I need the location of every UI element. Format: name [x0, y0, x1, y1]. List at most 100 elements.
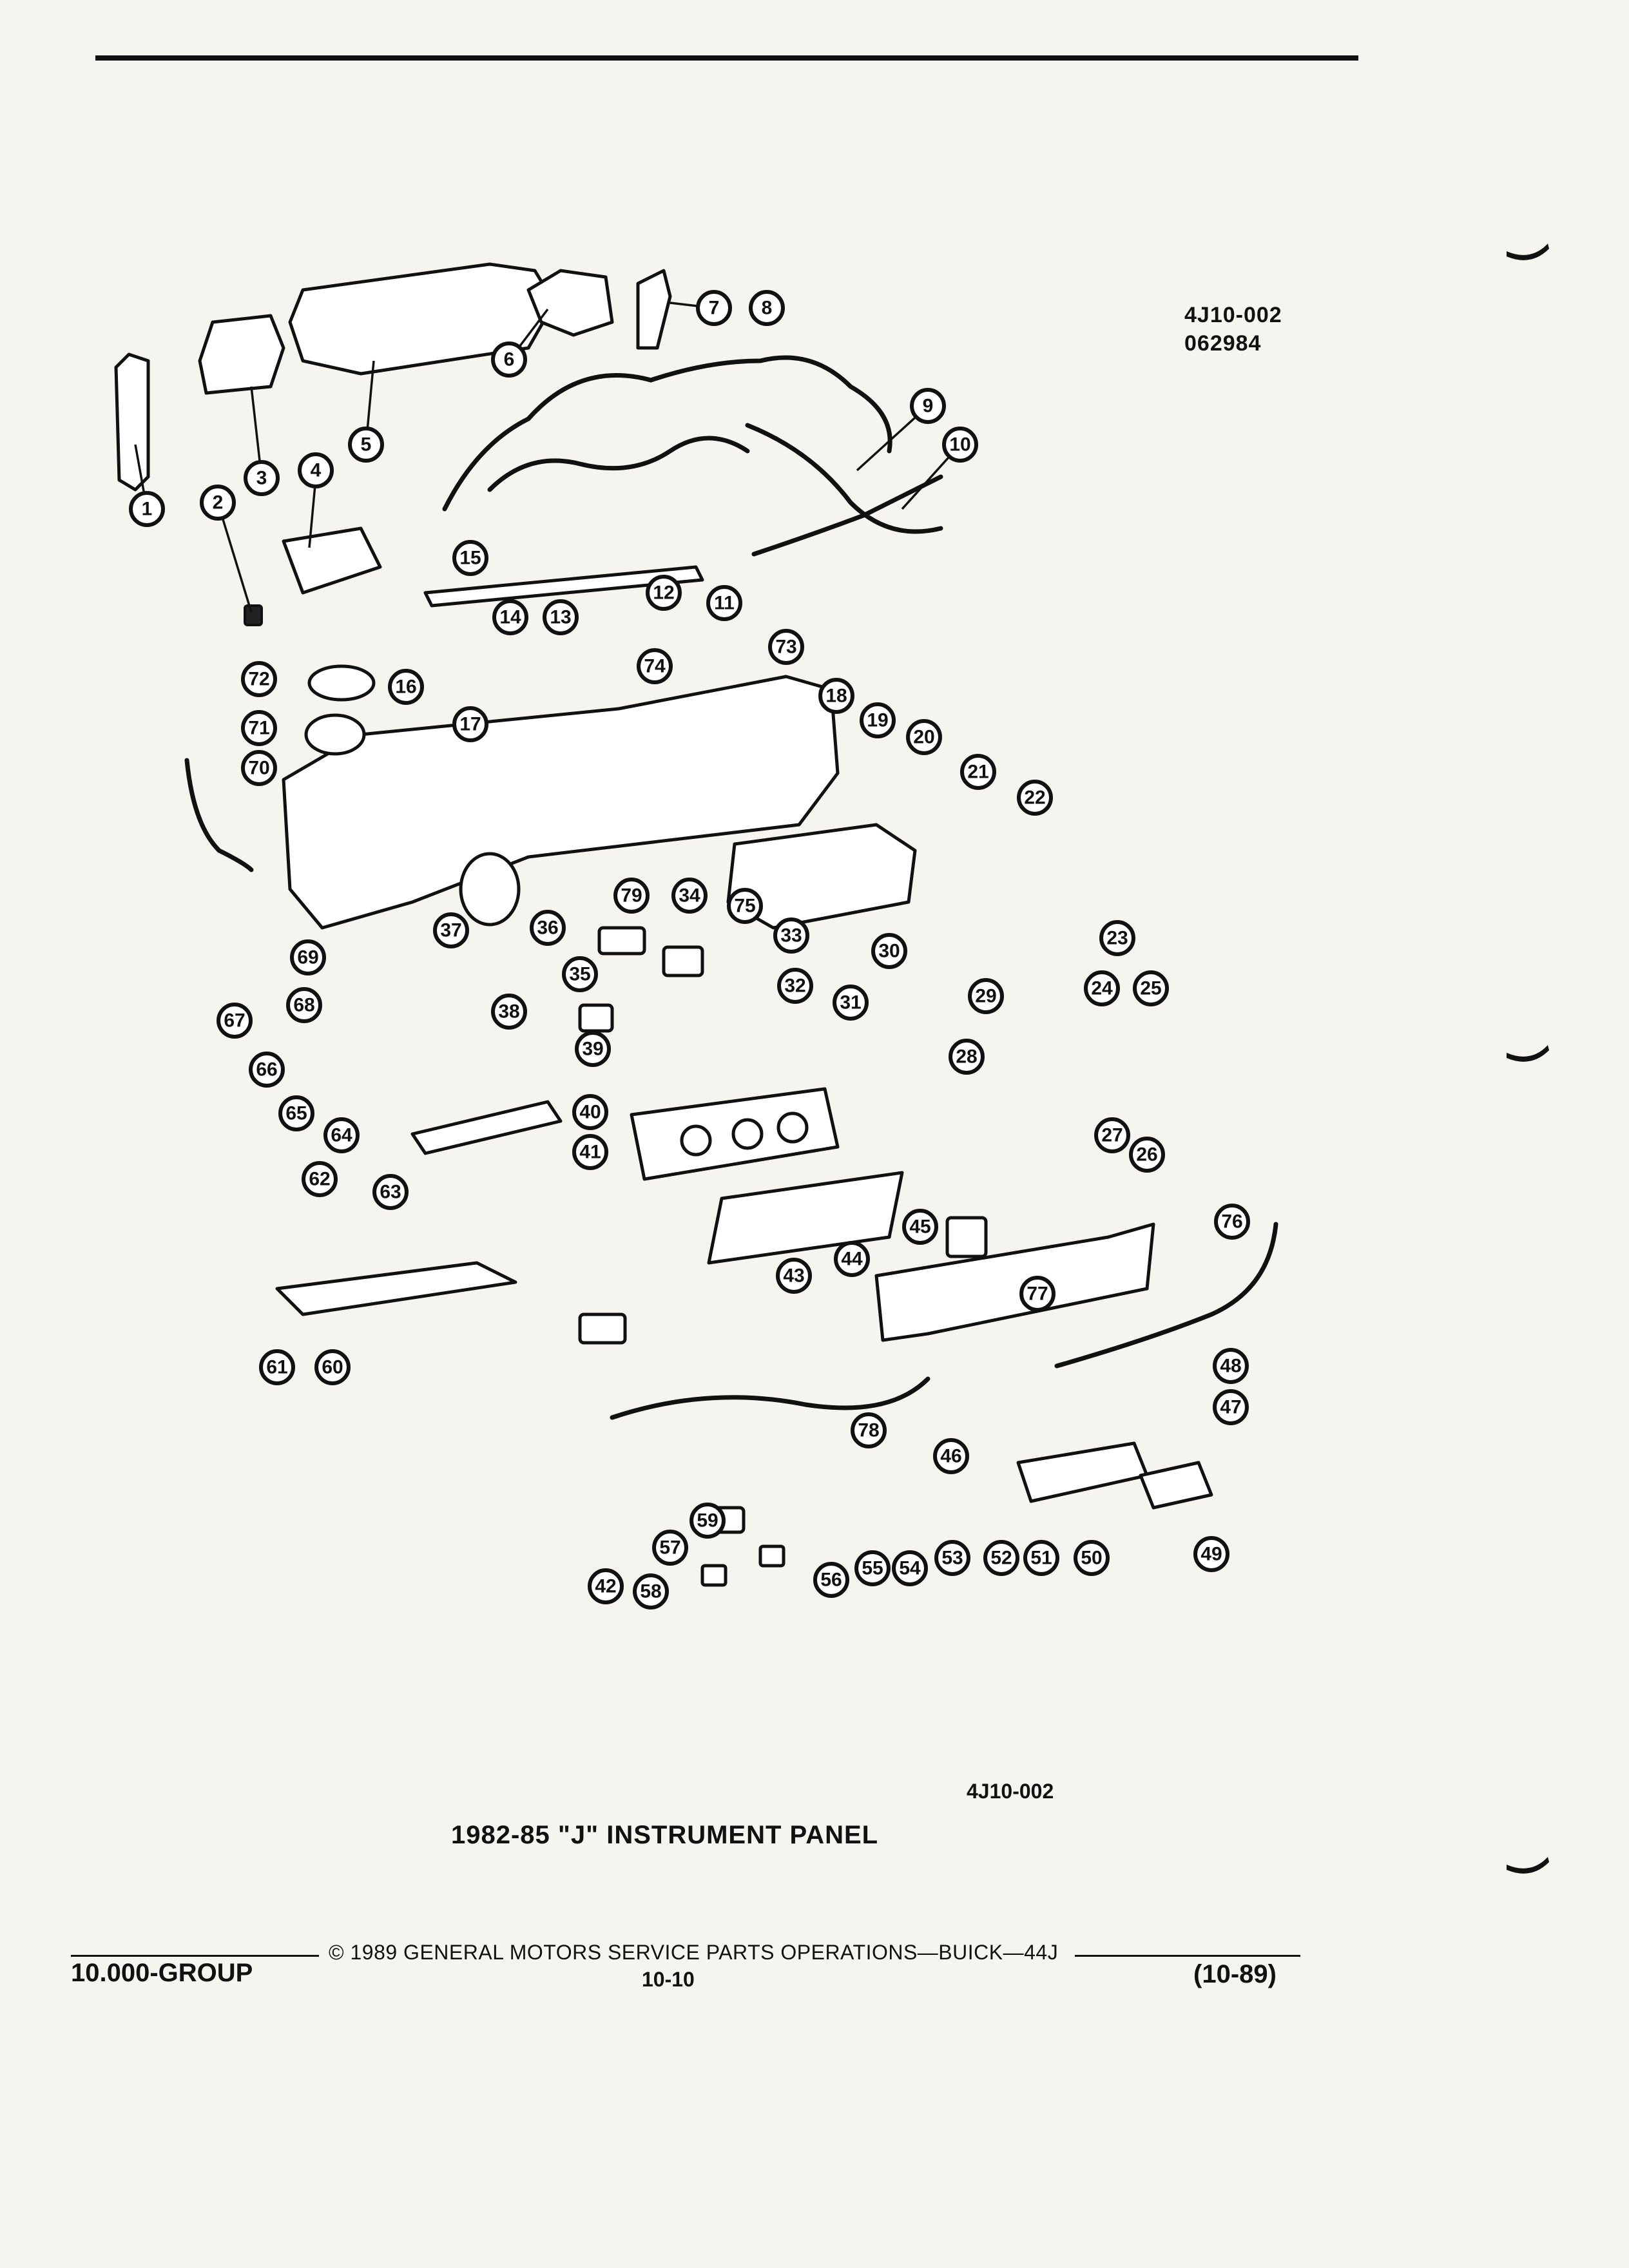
callout-23: 23	[1099, 920, 1135, 956]
svg-text:14: 14	[499, 607, 521, 628]
footer-group-label: 10.000-GROUP	[71, 1959, 253, 1987]
switch-57-part	[758, 1544, 786, 1568]
callout-19: 19	[860, 702, 896, 738]
svg-text:66: 66	[256, 1059, 277, 1081]
callout-37: 37	[433, 912, 469, 948]
callout-18: 18	[818, 678, 854, 714]
figure-ref-code: 4J10-002	[967, 1780, 1054, 1803]
vent-28-part	[945, 1216, 988, 1258]
svg-text:25: 25	[1140, 978, 1161, 999]
callout-38: 38	[491, 994, 527, 1030]
svg-text:34: 34	[679, 885, 700, 907]
callout-33: 33	[773, 918, 809, 954]
figure-title: 1982-85 "J" INSTRUMENT PANEL	[451, 1821, 879, 1849]
callout-13: 13	[543, 599, 579, 635]
svg-text:31: 31	[840, 992, 861, 1014]
svg-text:33: 33	[780, 925, 802, 947]
switch-75-part	[662, 945, 704, 977]
svg-text:11: 11	[714, 593, 735, 614]
svg-text:6: 6	[504, 349, 515, 370]
callout-39: 39	[575, 1031, 611, 1067]
svg-text:20: 20	[913, 727, 934, 748]
top-rule	[95, 55, 1358, 61]
svg-text:40: 40	[579, 1102, 601, 1123]
steering-column-cover-64-part	[410, 1100, 563, 1155]
svg-text:70: 70	[248, 758, 269, 779]
callout-21: 21	[960, 754, 996, 790]
svg-text:32: 32	[784, 975, 805, 997]
footer-revision-date: (10-89)	[1193, 1960, 1277, 1988]
clip-2-part	[244, 604, 263, 626]
callout-26: 26	[1129, 1137, 1165, 1173]
callout-74: 74	[637, 648, 673, 684]
svg-text:9: 9	[923, 396, 934, 417]
callout-56: 56	[813, 1562, 849, 1598]
bracket-7-part	[636, 269, 672, 350]
callout-55: 55	[854, 1550, 891, 1586]
svg-text:48: 48	[1220, 1356, 1241, 1377]
callout-48: 48	[1213, 1348, 1249, 1384]
svg-text:29: 29	[975, 986, 996, 1007]
svg-text:37: 37	[440, 920, 461, 941]
diagram-ref-date: 062984	[1184, 331, 1262, 356]
callout-7: 7	[696, 290, 732, 326]
callout-11: 11	[706, 585, 742, 621]
svg-text:65: 65	[285, 1103, 307, 1124]
footer-copyright: © 1989 GENERAL MOTORS SERVICE PARTS OPER…	[329, 1941, 1059, 1964]
svg-text:77: 77	[1027, 1283, 1048, 1305]
callout-76: 76	[1214, 1204, 1250, 1240]
svg-text:71: 71	[248, 718, 269, 739]
svg-text:43: 43	[783, 1265, 804, 1287]
footer-page-number: 10-10	[642, 1968, 695, 1991]
svg-text:62: 62	[309, 1169, 330, 1190]
callout-36: 36	[530, 910, 566, 946]
callout-54: 54	[892, 1550, 928, 1586]
callout-47: 47	[1213, 1389, 1249, 1425]
callout-71: 71	[241, 710, 277, 746]
callout-41: 41	[572, 1134, 608, 1170]
defroster-grille-part	[282, 526, 382, 595]
callout-1: 1	[129, 491, 165, 527]
callout-5: 5	[348, 427, 384, 463]
callout-50: 50	[1074, 1540, 1110, 1576]
callout-31: 31	[833, 985, 869, 1021]
svg-text:3: 3	[256, 468, 267, 489]
callout-51: 51	[1023, 1540, 1059, 1576]
svg-text:19: 19	[867, 710, 888, 731]
callout-59: 59	[689, 1503, 726, 1539]
svg-text:15: 15	[459, 548, 481, 569]
svg-text:35: 35	[569, 964, 590, 985]
svg-text:68: 68	[293, 995, 314, 1016]
callout-34: 34	[671, 878, 708, 914]
vent-27-part	[578, 1312, 627, 1345]
callout-markers: 1 2 3 4 5 6 7 8 9 10 11 12 13 14 15 16 1…	[129, 290, 1250, 1610]
svg-text:27: 27	[1101, 1125, 1123, 1146]
callout-32: 32	[777, 968, 813, 1004]
harness-branch-wire	[487, 436, 750, 492]
pillar-trim-part	[114, 352, 150, 492]
callout-60: 60	[314, 1349, 351, 1385]
svg-text:45: 45	[909, 1216, 930, 1238]
svg-text:55: 55	[862, 1558, 883, 1579]
radio-bezel-50-part	[1139, 1461, 1213, 1510]
harness-10-wire	[751, 474, 943, 557]
svg-text:46: 46	[940, 1446, 961, 1467]
svg-text:28: 28	[956, 1046, 977, 1068]
callout-9: 9	[910, 388, 946, 424]
callout-68: 68	[286, 987, 322, 1023]
callout-2: 2	[200, 485, 236, 521]
svg-text:72: 72	[248, 669, 269, 690]
binder-punch-mark	[1507, 1045, 1549, 1062]
callout-53: 53	[934, 1540, 970, 1576]
svg-text:75: 75	[734, 896, 755, 917]
svg-text:26: 26	[1136, 1144, 1157, 1166]
callout-3: 3	[244, 460, 280, 496]
callout-49: 49	[1193, 1536, 1229, 1572]
svg-text:10: 10	[949, 434, 970, 456]
svg-text:52: 52	[990, 1548, 1012, 1569]
svg-text:30: 30	[878, 941, 900, 962]
svg-text:57: 57	[659, 1537, 680, 1559]
svg-text:54: 54	[899, 1558, 921, 1579]
radio-46-part	[1016, 1441, 1149, 1503]
